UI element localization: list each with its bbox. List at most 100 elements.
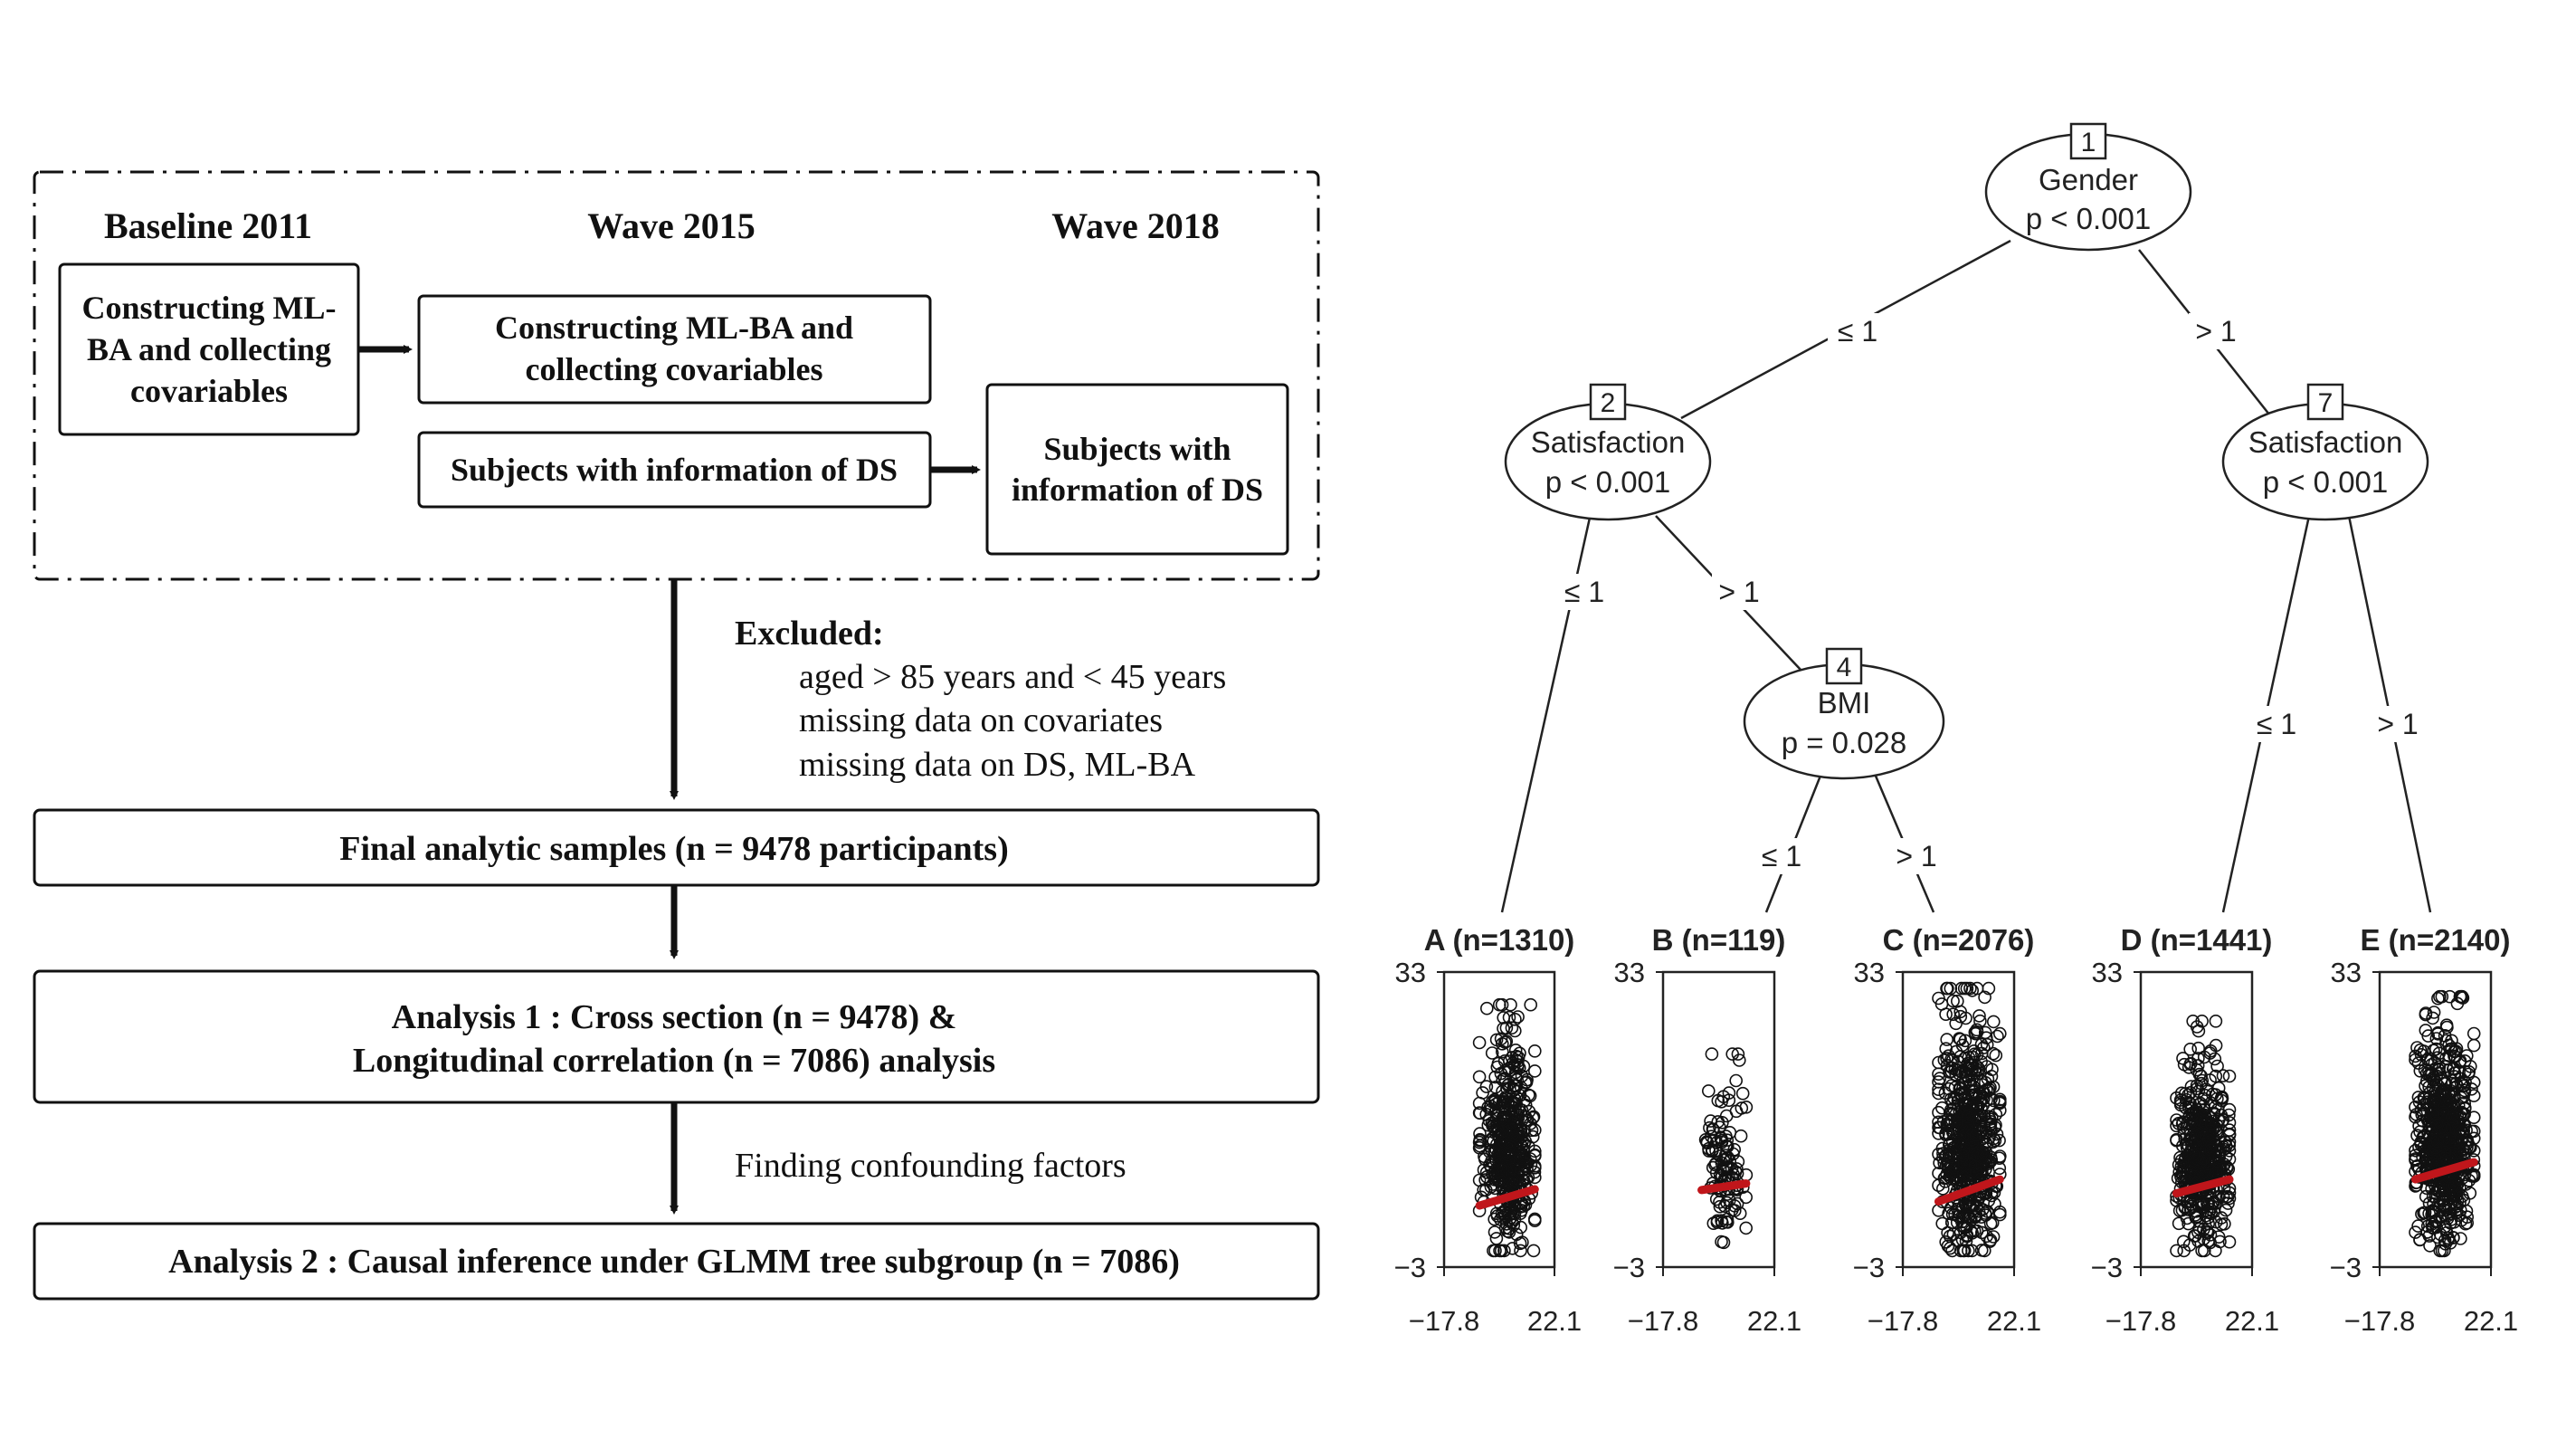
edge-label-2-left: ≤ 1 <box>1564 576 1604 608</box>
data-point <box>2195 1015 2209 1028</box>
data-point <box>2455 989 2469 1004</box>
data-point <box>1473 1127 1487 1140</box>
node-4-p: p = 0.028 <box>1782 726 1907 759</box>
data-point <box>1503 1213 1516 1226</box>
data-point <box>1978 990 1991 1005</box>
data-point <box>1487 1244 1500 1258</box>
data-point <box>1957 1142 1971 1156</box>
data-point <box>1935 1101 1949 1115</box>
tree-node-4: 4 BMI p = 0.028 <box>1743 647 1945 780</box>
excluded-title: Excluded: <box>735 615 884 653</box>
data-point <box>2426 1081 2440 1095</box>
data-point <box>1729 1073 1743 1088</box>
data-point <box>2190 1209 2204 1224</box>
excluded-item-1: aged > 85 years and < 45 years <box>799 658 1226 696</box>
data-point <box>2209 1139 2222 1152</box>
data-point <box>2212 1155 2226 1169</box>
data-point <box>2198 1102 2211 1117</box>
data-point <box>2429 1141 2443 1155</box>
data-point <box>1502 1010 1516 1025</box>
data-point <box>2436 1187 2449 1202</box>
data-point <box>2183 1202 2198 1215</box>
data-point <box>2179 1092 2193 1107</box>
ds2018-box-line-2: information of DS <box>1012 472 1263 508</box>
y-tick-label: −3 <box>1613 1252 1645 1283</box>
data-point <box>1938 1149 1953 1163</box>
data-point <box>1485 1046 1499 1060</box>
data-point <box>1991 1029 2004 1044</box>
leaf-title: A (n=1310) <box>1424 923 1575 957</box>
data-point <box>2172 1216 2186 1231</box>
fitted-line <box>1475 1185 1539 1210</box>
node-2-name: Satisfaction <box>1531 425 1686 459</box>
data-point <box>1494 1032 1508 1046</box>
data-point <box>1705 1047 1719 1061</box>
data-point <box>1716 1235 1731 1250</box>
edge-label-4-right: > 1 <box>1896 840 1936 872</box>
y-tick-label: −3 <box>2330 1252 2362 1283</box>
ds2015-box-text: Subjects with information of DS <box>451 452 898 488</box>
data-point <box>2467 1169 2481 1183</box>
x-tick-label: 22.1 <box>1527 1305 1582 1337</box>
data-point <box>1472 1173 1487 1187</box>
data-point <box>2439 1018 2454 1032</box>
data-point <box>2222 1069 2237 1083</box>
data-point <box>1967 1063 1982 1078</box>
data-point <box>2430 1135 2445 1149</box>
data-point <box>2467 1075 2481 1090</box>
x-tick-label: 22.1 <box>2464 1305 2518 1337</box>
data-point <box>1498 1035 1512 1049</box>
data-point <box>2203 1124 2217 1138</box>
data-point <box>1993 1095 2007 1109</box>
data-point <box>1502 1122 1516 1136</box>
wave2015-box <box>417 294 932 405</box>
data-point <box>1488 1070 1502 1084</box>
data-point <box>1944 1167 1959 1181</box>
data-point <box>2449 1044 2463 1058</box>
data-point <box>2454 1149 2467 1162</box>
data-point <box>1473 1132 1488 1147</box>
data-point <box>2419 1079 2432 1092</box>
data-point <box>2191 1041 2205 1055</box>
data-point <box>1522 1104 1536 1119</box>
data-point <box>2212 1150 2226 1165</box>
data-point <box>2450 1109 2464 1122</box>
data-point <box>2417 1206 2430 1220</box>
data-point <box>1710 1215 1725 1229</box>
data-point <box>1992 1133 2006 1148</box>
data-point <box>2182 1061 2196 1074</box>
x-tick-label: −17.8 <box>1409 1305 1479 1337</box>
data-point <box>1715 1135 1729 1149</box>
edge-label-7-left: ≤ 1 <box>2257 708 2296 740</box>
data-point <box>2418 1092 2432 1106</box>
data-point <box>1508 1065 1523 1080</box>
y-tick-label: 33 <box>1395 957 1426 988</box>
data-point <box>1508 1013 1522 1026</box>
data-point <box>2177 1127 2191 1141</box>
data-point <box>2170 1133 2183 1148</box>
data-point <box>2221 1196 2235 1210</box>
data-point <box>1496 1044 1509 1059</box>
data-point <box>2420 1219 2435 1234</box>
data-point <box>1480 1001 1494 1015</box>
data-point <box>1951 994 1964 1008</box>
data-point <box>1507 1132 1521 1146</box>
data-point <box>1513 1061 1526 1075</box>
data-point <box>1496 1120 1510 1133</box>
data-point <box>2444 1095 2457 1109</box>
data-point <box>1493 1244 1507 1258</box>
data-point <box>2211 1081 2226 1095</box>
x-tick-label: 22.1 <box>1747 1305 1801 1337</box>
analysis2-text: Analysis 2 : Causal inference under GLMM… <box>168 1243 1180 1281</box>
edge-label-4-left: ≤ 1 <box>1762 840 1801 872</box>
data-point <box>1986 1230 2001 1244</box>
data-point <box>1505 1051 1519 1064</box>
data-point <box>2457 1083 2472 1098</box>
data-point <box>2416 1150 2429 1164</box>
data-point <box>1956 1149 1970 1163</box>
data-point <box>2421 1029 2435 1043</box>
wave2015-box-line-1: Constructing ML-BA and <box>495 310 853 346</box>
data-point <box>1978 1244 1991 1258</box>
data-point <box>1734 1129 1748 1143</box>
